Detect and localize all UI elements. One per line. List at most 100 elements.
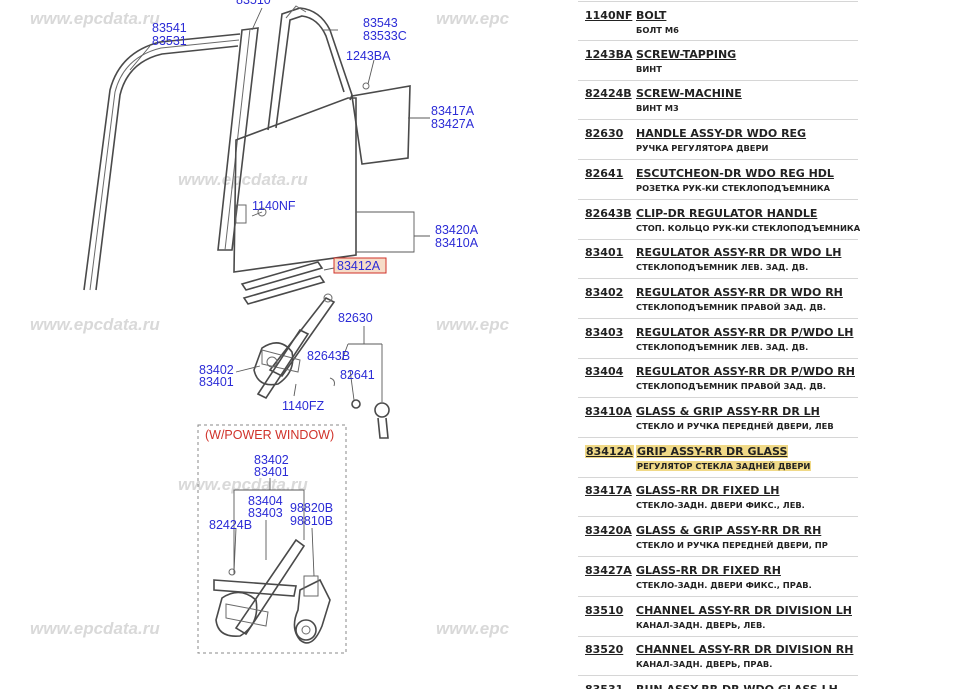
part-row[interactable]: 83427A GLASS-RR DR FIXED RH СТЕКЛО-ЗАДН. Д… [578,557,858,597]
callout-p83403[interactable]: 83403 [248,506,283,520]
callout-82641[interactable]: 82641 [340,368,375,382]
part-name-ru: СТЕКЛО И РУЧКА ПЕРЕДНЕЙ ДВЕРИ, ЛЕВ [636,421,834,431]
part-name-link[interactable]: REGULATOR ASSY-RR DR P/WDO RH [636,365,855,379]
part-name-link[interactable]: SCREW-MACHINE [636,87,742,101]
part-name-link[interactable]: REGULATOR ASSY-RR DR P/WDO LH [636,325,854,339]
callout-83417a[interactable]: 83417A [431,104,475,118]
callout-1243ba[interactable]: 1243BA [346,49,391,63]
watermark: www.epcdata.ru [178,170,308,189]
part-name-link[interactable]: REGULATOR ASSY-RR DR WDO LH [636,246,842,260]
part-name-link[interactable]: RUN ASSY-RR DR WDO GLASS LH [636,683,838,689]
part-code-link[interactable]: 83420A [585,524,632,538]
part-code-link[interactable]: 83417A [585,484,632,498]
callout-83410a[interactable]: 83410A [435,236,479,250]
callout-83401[interactable]: 83401 [199,375,234,389]
callout-83402[interactable]: 83402 [199,363,234,377]
callout-p83401[interactable]: 83401 [254,465,289,479]
part-code-link[interactable]: 82643B [585,206,632,220]
callout-p83404[interactable]: 83404 [248,494,283,508]
part-code-link[interactable]: 82630 [585,127,624,141]
callout-83531[interactable]: 83531 [152,34,187,48]
part-code-link[interactable]: 83403 [585,325,624,339]
callout-p82424b[interactable]: 82424B [209,518,252,532]
part-name-link[interactable]: SCREW-TAPPING [636,47,737,61]
part-code-link[interactable]: 83401 [585,246,624,260]
part-code-link[interactable]: 1243BA [585,47,633,61]
callout-1140fz[interactable]: 1140FZ [282,399,325,413]
callout-83420a[interactable]: 83420A [435,223,479,237]
part-row[interactable]: 83510 CHANNEL ASSY-RR DR DIVISION LH КАНАЛ… [578,597,858,637]
callout-82643b[interactable]: 82643B [307,349,350,363]
part-name-ru: КАНАЛ-ЗАДН. ДВЕРЬ, ПРАВ. [636,659,773,670]
part-name-link[interactable]: GLASS & GRIP ASSY-RR DR RH [636,524,822,538]
part-code-link[interactable]: 1140NF [585,9,633,22]
callout-83427a[interactable]: 83427A [431,117,475,131]
part-name-ru: СТЕКЛОПОДЪЕМНИК ЛЕВ. ЗАД. ДВ. [636,262,809,273]
part-name-link[interactable]: CLIP-DR REGULATOR HANDLE [636,206,818,220]
part-row[interactable]: 83417A GLASS-RR DR FIXED LH СТЕКЛО-ЗАДН. Д… [578,477,858,518]
part-name-ru: СТЕКЛОПОДЪЕМНИК ПРАВОЙ ЗАД. ДВ. [636,301,827,312]
part-name-link[interactable]: REGULATOR ASSY-RR DR WDO RH [636,285,843,299]
part-code-link[interactable]: 83520 [585,643,624,657]
part-name-link[interactable]: GLASS-RR DR FIXED RH [636,563,781,577]
part-row[interactable]: 83402 REGULATOR ASSY-RR DR WDO RH СТЕКЛОПО… [578,279,858,319]
callout-83543[interactable]: 83543 [363,16,398,30]
callout-p98820b[interactable]: 98820B [290,501,333,515]
part-name-ru: РУЧКА РЕГУЛЯТОРА ДВЕРИ [636,143,769,154]
part-name-ru: РЕГУЛЯТОР СТЕКЛА ЗАДНЕЙ ДВЕРИ [636,460,812,471]
part-code-link[interactable]: 83427A [585,563,632,577]
callout-83412a[interactable]: 83412A [337,259,381,273]
part-row[interactable]: 83410A GLASS & GRIP ASSY-RR DR LH СТЕКЛО И… [578,398,858,438]
part-code-link[interactable]: 83510 [585,603,624,617]
highlight-box-83412a [333,257,387,274]
part-name-link[interactable]: GLASS & GRIP ASSY-RR DR LH [636,405,820,418]
part-row[interactable]: 82630 HANDLE ASSY-DR WDO REG РУЧКА РЕГУЛЯТ… [578,120,858,161]
part-name-link[interactable]: BOLT [636,9,667,22]
callout-p98810b[interactable]: 98810B [290,514,333,528]
part-name-ru: КАНАЛ-ЗАДН. ДВЕРЬ, ЛЕВ. [636,619,766,630]
watermark: www.epc [436,619,510,638]
part-code-link[interactable]: 82641 [585,166,624,180]
part-name-ru: СТЕКЛО-ЗАДН. ДВЕРИ ФИКС., ПРАВ. [636,579,812,590]
power-window-title: (W/POWER WINDOW) [205,428,334,442]
part-row[interactable]: 83531 RUN ASSY-RR DR WDO GLASS LH [578,676,858,689]
part-name-link[interactable]: HANDLE ASSY-DR WDO REG [636,127,807,141]
part-name-link[interactable]: CHANNEL ASSY-RR DR DIVISION RH [636,643,854,657]
part-code-link[interactable]: 82424B [585,87,632,101]
part-code-link[interactable]: 83402 [585,285,624,299]
callout-p83402[interactable]: 83402 [254,453,289,467]
part-row[interactable]: 83520 CHANNEL ASSY-RR DR DIVISION RH КАНАЛ… [578,636,858,677]
part-code-link[interactable]: 83531 [585,683,623,689]
watermark: www.epc [436,315,510,334]
part-code-link[interactable]: 83404 [585,365,624,379]
part-name-link[interactable]: ESCUTCHEON-DR WDO REG HDL [636,166,834,180]
callout-83533c[interactable]: 83533C [363,29,407,43]
glass-clip [235,204,247,224]
part-name-link[interactable]: GRIP ASSY-RR DR GLASS [636,444,789,458]
callout-1140nf[interactable]: 1140NF [252,199,296,213]
power-regulator [213,538,331,644]
part-code-link[interactable]: 83410A [585,405,632,418]
part-name-link[interactable]: CHANNEL ASSY-RR DR DIVISION LH [636,603,852,617]
part-row[interactable]: 83401 REGULATOR ASSY-RR DR WDO LH СТЕКЛОПО… [578,239,858,280]
diagram-canvas: www.epcdata.ru www.epc www.epcdata.ru ww… [30,0,510,654]
watermark: www.epcdata.ru [30,9,160,28]
door-glass [233,97,357,273]
callout-83541[interactable]: 83541 [152,21,187,35]
part-name-ru: СТЕКЛО-ЗАДН. ДВЕРИ ФИКС., ЛЕВ. [636,500,805,511]
part-name-link[interactable]: GLASS-RR DR FIXED LH [636,484,780,498]
part-code-link[interactable]: 83412A [585,444,634,458]
watermark: www.epcdata.ru [30,619,160,638]
callout-83510[interactable]: 83510 [236,0,271,7]
callout-82630[interactable]: 82630 [338,311,373,325]
